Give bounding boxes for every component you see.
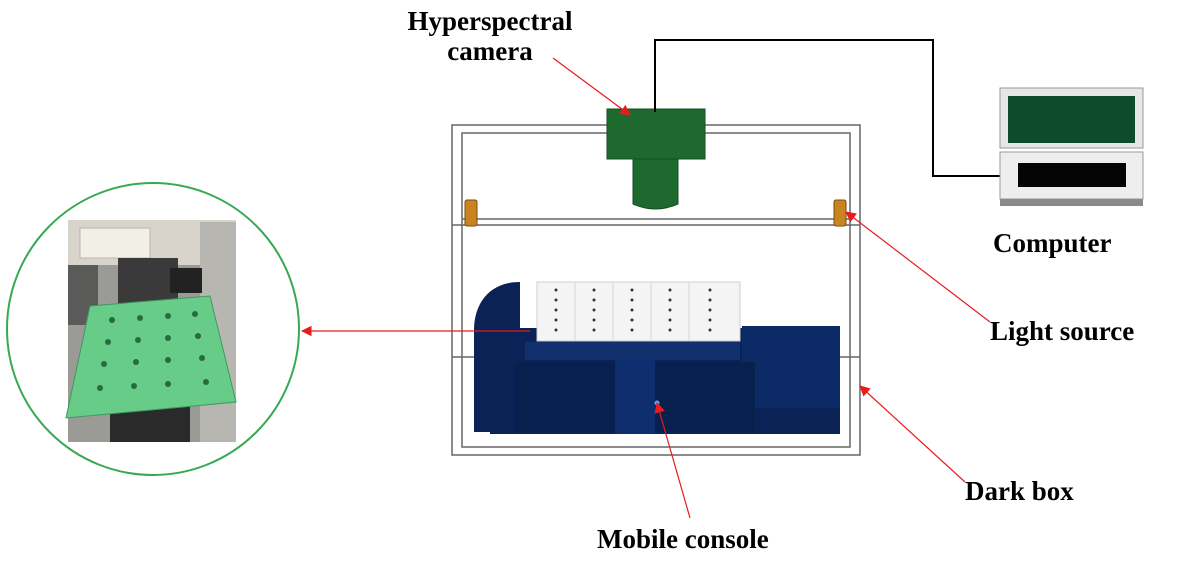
mobile-console-arrow (654, 401, 691, 519)
camera-cable (654, 39, 1003, 177)
sample-plate (536, 281, 741, 342)
mobile-console (474, 282, 840, 434)
light-source-left (464, 199, 478, 227)
label-camera-line2: camera (447, 36, 533, 66)
inset-photo (6, 182, 300, 476)
dark-box-arrow (859, 385, 966, 483)
label-camera-line1: Hyperspectral (407, 6, 573, 36)
light-source-right (833, 199, 847, 227)
light-source-arrow (845, 211, 991, 323)
hyperspectral-camera-icon (606, 108, 706, 210)
label-mobile-console: Mobile console (597, 524, 769, 554)
label-hyperspectral-camera: Hyperspectral camera (388, 6, 592, 66)
label-computer: Computer (993, 228, 1112, 258)
pointer-arrows (300, 57, 991, 519)
camera-arrow (552, 57, 631, 116)
label-light-source: Light source (990, 316, 1135, 346)
computer-icon (999, 87, 1144, 206)
label-dark-box: Dark box (965, 476, 1074, 506)
stage-photo (65, 220, 237, 442)
